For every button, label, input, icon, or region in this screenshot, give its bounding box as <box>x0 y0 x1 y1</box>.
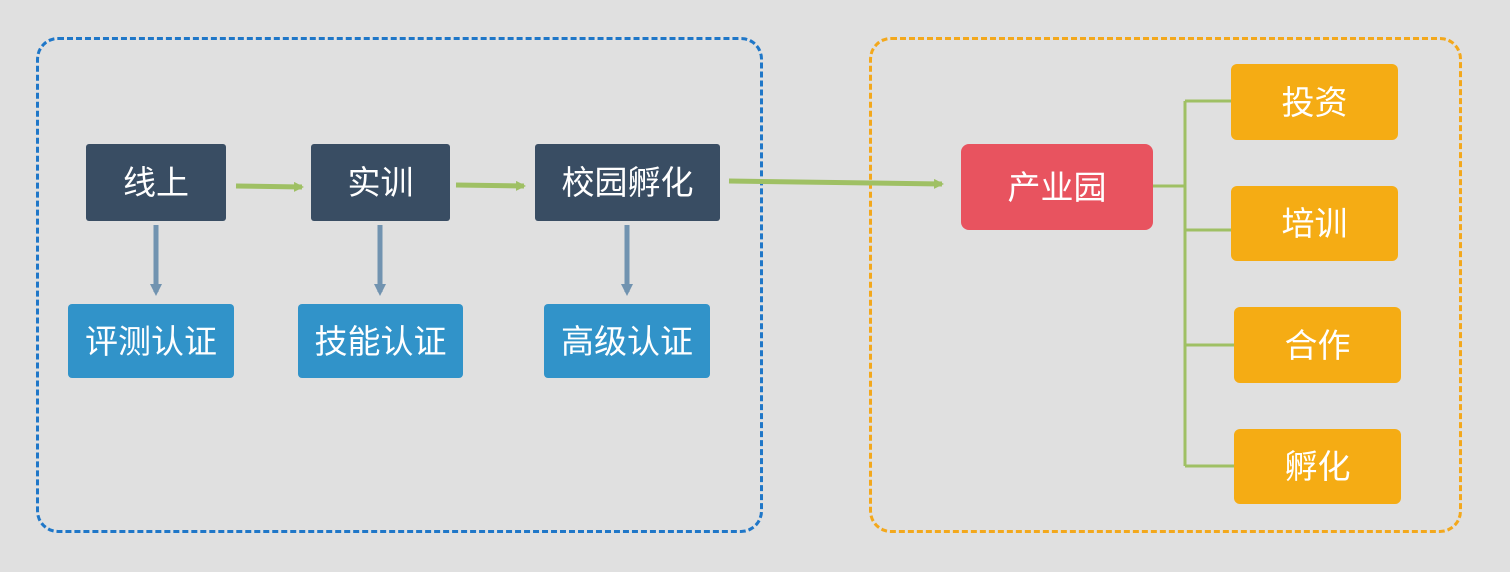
service-training: 培训 <box>1231 186 1398 261</box>
arrow-training-to-incubation <box>455 180 526 191</box>
cert-advanced: 高级认证 <box>544 304 710 378</box>
cert-evaluation-label: 评测认证 <box>85 321 217 361</box>
service-training-label: 培训 <box>1281 204 1348 243</box>
industrial-park: 产业园 <box>961 144 1153 230</box>
stage-training: 实训 <box>311 144 450 221</box>
stage-campus-incubation-label: 校园孵化 <box>561 163 694 202</box>
industrial-park-label: 产业园 <box>1007 167 1107 207</box>
stage-online: 线上 <box>86 144 226 221</box>
cert-skill-label: 技能认证 <box>314 321 447 361</box>
service-incubation-label: 孵化 <box>1284 447 1351 486</box>
arrow-incubation-to-park <box>728 178 944 189</box>
arrow-online-to-training <box>235 181 304 192</box>
service-investment-label: 投资 <box>1281 82 1348 122</box>
stage-training-label: 实训 <box>347 163 414 202</box>
stage-campus-incubation: 校园孵化 <box>535 144 720 221</box>
industrial-park-group <box>869 37 1462 533</box>
service-investment: 投资 <box>1231 64 1398 140</box>
cert-advanced-label: 高级认证 <box>561 321 693 361</box>
park-service-tree <box>1153 99 1234 468</box>
stage-online-label: 线上 <box>123 163 189 202</box>
cert-evaluation: 评测认证 <box>68 304 234 378</box>
cert-skill: 技能认证 <box>298 304 463 378</box>
education-stages-group <box>36 37 763 533</box>
service-incubation: 孵化 <box>1234 429 1401 504</box>
service-cooperation-label: 合作 <box>1284 325 1351 365</box>
service-cooperation: 合作 <box>1234 307 1401 383</box>
